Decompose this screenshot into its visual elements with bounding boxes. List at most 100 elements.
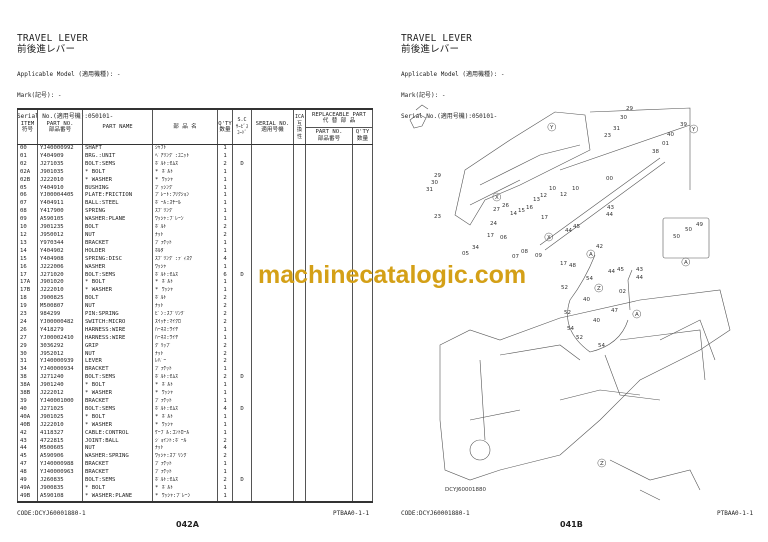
cell-rep-qty <box>352 350 373 359</box>
serial-no: Serial No.(適用号機):050101- <box>401 113 498 120</box>
cell-rep-qty <box>352 437 373 446</box>
callout-label: A <box>589 252 593 258</box>
callout-circle <box>544 232 554 242</box>
callout-label: 45 <box>617 267 624 273</box>
callout-label: 43 <box>636 267 643 273</box>
callout-label: 06 <box>500 235 507 241</box>
cell-rep-qty <box>352 255 373 264</box>
callout-label: 40 <box>667 132 674 138</box>
cell-rep-qty <box>352 398 373 406</box>
callout-label: 08 <box>521 249 528 255</box>
callout-label: 31 <box>426 187 433 193</box>
header-sc: S.C ｻｰﾋﾞｽ ｺｰﾄﾞ <box>232 108 252 145</box>
cell-rep-qty <box>352 421 373 430</box>
diagram-code: DCYJ60001880 <box>445 487 486 493</box>
callout-label: 24 <box>490 221 497 227</box>
cell-rep-qty <box>352 216 373 225</box>
callout-label: 52 <box>576 335 583 341</box>
callout-label: 05 <box>462 251 469 257</box>
callout-label: 39 <box>680 122 687 128</box>
callout-label: 52 <box>561 285 568 291</box>
cell-rep-qty <box>352 469 373 478</box>
cell-rep-qty <box>352 144 373 153</box>
orientation-icon <box>409 104 429 129</box>
callout-label: 17 <box>487 233 494 239</box>
callout-label: 44 <box>606 212 613 218</box>
callout-label: 26 <box>502 203 509 209</box>
callout-label: 10 <box>549 186 556 192</box>
cell-rep-qty <box>352 318 373 327</box>
callout-circle <box>594 283 604 293</box>
cell-rep-qty <box>352 152 373 161</box>
callout-label: Z <box>597 286 601 292</box>
callout-label: 15 <box>518 208 525 214</box>
callout-label: 47 <box>611 308 618 314</box>
callout-label: 34 <box>472 245 479 251</box>
cell-rep-qty <box>352 461 373 470</box>
callout-label: Y <box>549 125 554 131</box>
callout-label: 42 <box>596 244 603 250</box>
callout-label: Y <box>691 127 696 133</box>
title-en: TRAVEL LEVER <box>17 33 89 44</box>
header-rep-part-no: PART NO. 部品番号 <box>305 126 353 146</box>
header-rep-qty: Q'TY 数量 <box>352 126 373 146</box>
callout-circle <box>492 192 502 202</box>
callout-label: 31 <box>613 126 620 132</box>
cell-rep-qty <box>352 271 373 280</box>
callout-label: X <box>495 195 499 201</box>
header-ica: ICA 互 換 性 <box>293 108 306 145</box>
cell-rep-qty <box>352 358 373 367</box>
cell-rep-qty <box>352 374 373 383</box>
callout-label: 50 <box>673 234 680 240</box>
callout-circle <box>597 458 607 468</box>
callout-label: 40 <box>583 297 590 303</box>
cell-rep-qty <box>352 477 373 485</box>
cell-rep-qty <box>352 445 373 454</box>
callout-label: 43 <box>607 205 614 211</box>
cell-rep-qty <box>352 184 373 193</box>
callout-label: 30 <box>620 115 627 121</box>
cell-rep-qty <box>352 168 373 177</box>
applicable-model: Applicable Model (適用機種): - <box>17 71 121 78</box>
callout-label: A <box>684 260 688 266</box>
callout-label: 16 <box>526 205 533 211</box>
cell-rep-qty <box>352 231 373 240</box>
watermark: machinecatalogic.com <box>258 261 527 289</box>
cell-rep-qty <box>352 176 373 185</box>
title-jp: 前後進レバー <box>17 44 76 55</box>
right-title: TRAVEL LEVER 前後進レバー <box>401 33 472 55</box>
cell-rep-qty <box>352 208 373 217</box>
callout-label: 12 <box>540 193 547 199</box>
callout-label: 12 <box>560 192 567 198</box>
cell-rep-qty <box>352 287 373 296</box>
cell-rep-qty <box>352 382 373 391</box>
title-en: TRAVEL LEVER <box>401 33 473 44</box>
